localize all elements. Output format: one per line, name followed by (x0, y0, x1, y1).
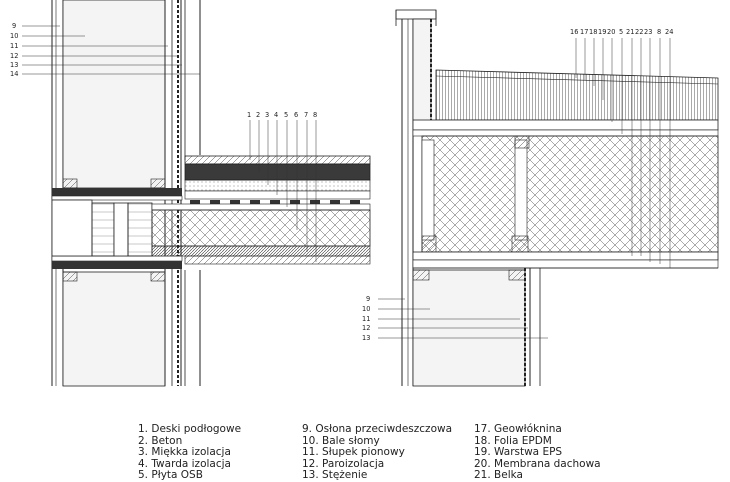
legend-item: 10. Bale słomy (302, 434, 380, 447)
callout-4: 4 (274, 111, 278, 119)
left-side-leaders (22, 25, 200, 75)
right-top-leaders (575, 38, 671, 268)
right-side-leaders (378, 298, 548, 339)
callout-2: 2 (256, 111, 260, 119)
callout-10: 10 (10, 32, 18, 40)
callout-1: 1 (247, 111, 251, 119)
callout-18: 18 (589, 28, 597, 36)
legend-item: 3. Miękka izolacja (138, 446, 231, 459)
legend-column-3: 17. Geowłóknina 18. Folia EPDM 19. Warst… (474, 423, 601, 482)
legend-item: 13. Stężenie (302, 469, 368, 482)
left-top-callouts: 1 2 3 4 5 6 7 8 (247, 111, 317, 119)
legend-item: 2. Beton (138, 434, 183, 447)
callout-9: 9 (12, 22, 16, 30)
callout-7: 7 (304, 111, 308, 119)
callout-10-right: 10 (362, 305, 370, 313)
callout-11: 11 (10, 42, 18, 50)
legend-item: 11. Słupek pionowy (302, 446, 405, 459)
callout-12-right: 12 (362, 324, 370, 332)
callout-13: 13 (10, 61, 18, 69)
callout-6: 6 (294, 111, 298, 119)
callout-20: 20 (607, 28, 615, 36)
left-wall-section (51, 0, 201, 387)
legend-item: 21. Belka (474, 469, 523, 482)
right-top-callouts: 16 17 18 19 20 5 21 22 23 8 24 (570, 28, 673, 36)
right-side-callouts: 9 10 11 12 13 (362, 295, 370, 342)
legend-item: 17. Geowłóknina (474, 423, 562, 435)
callout-16: 16 (570, 28, 578, 36)
callout-23: 23 (644, 28, 652, 36)
callout-21: 21 (626, 28, 634, 36)
legend-column-1: 1. Deski podłogowe 2. Beton 3. Miękka iz… (138, 423, 242, 482)
callout-22: 22 (635, 28, 643, 36)
callout-24: 24 (665, 28, 673, 36)
callout-12: 12 (10, 52, 18, 60)
callout-5: 5 (619, 28, 623, 36)
legend-item: 19. Warstwa EPS (474, 446, 563, 459)
legend-item: 9. Osłona przeciwdeszczowa (302, 423, 453, 435)
callout-8: 8 (313, 111, 317, 119)
callout-17: 17 (580, 28, 588, 36)
legend-item: 18. Folia EPDM (474, 434, 552, 447)
callout-13-right: 13 (362, 334, 370, 342)
left-top-leaders (249, 120, 317, 262)
legend-item: 20. Membrana dachowa (474, 457, 601, 470)
callout-11-right: 11 (362, 315, 370, 323)
left-floor-slab (151, 155, 371, 265)
construction-detail-drawing: 9 10 11 12 13 14 1 2 3 4 5 6 7 8 (10, 0, 719, 387)
legend-column-2: 9. Osłona przeciwdeszczowa 10. Bale słom… (302, 423, 453, 482)
callout-14: 14 (10, 70, 18, 78)
left-side-callouts: 9 10 11 12 13 14 (10, 22, 18, 78)
right-roof-section (412, 69, 719, 269)
legend-item: 5. Płyta OSB (138, 469, 203, 482)
callout-9-right: 9 (366, 295, 370, 303)
callout-5: 5 (284, 111, 288, 119)
callout-19: 19 (598, 28, 606, 36)
callout-8: 8 (657, 28, 661, 36)
legend-item: 4. Twarda izolacja (138, 457, 231, 470)
legend-item: 12. Paroizolacja (302, 457, 385, 470)
callout-3: 3 (265, 111, 269, 119)
legend-item: 1. Deski podłogowe (138, 423, 242, 435)
